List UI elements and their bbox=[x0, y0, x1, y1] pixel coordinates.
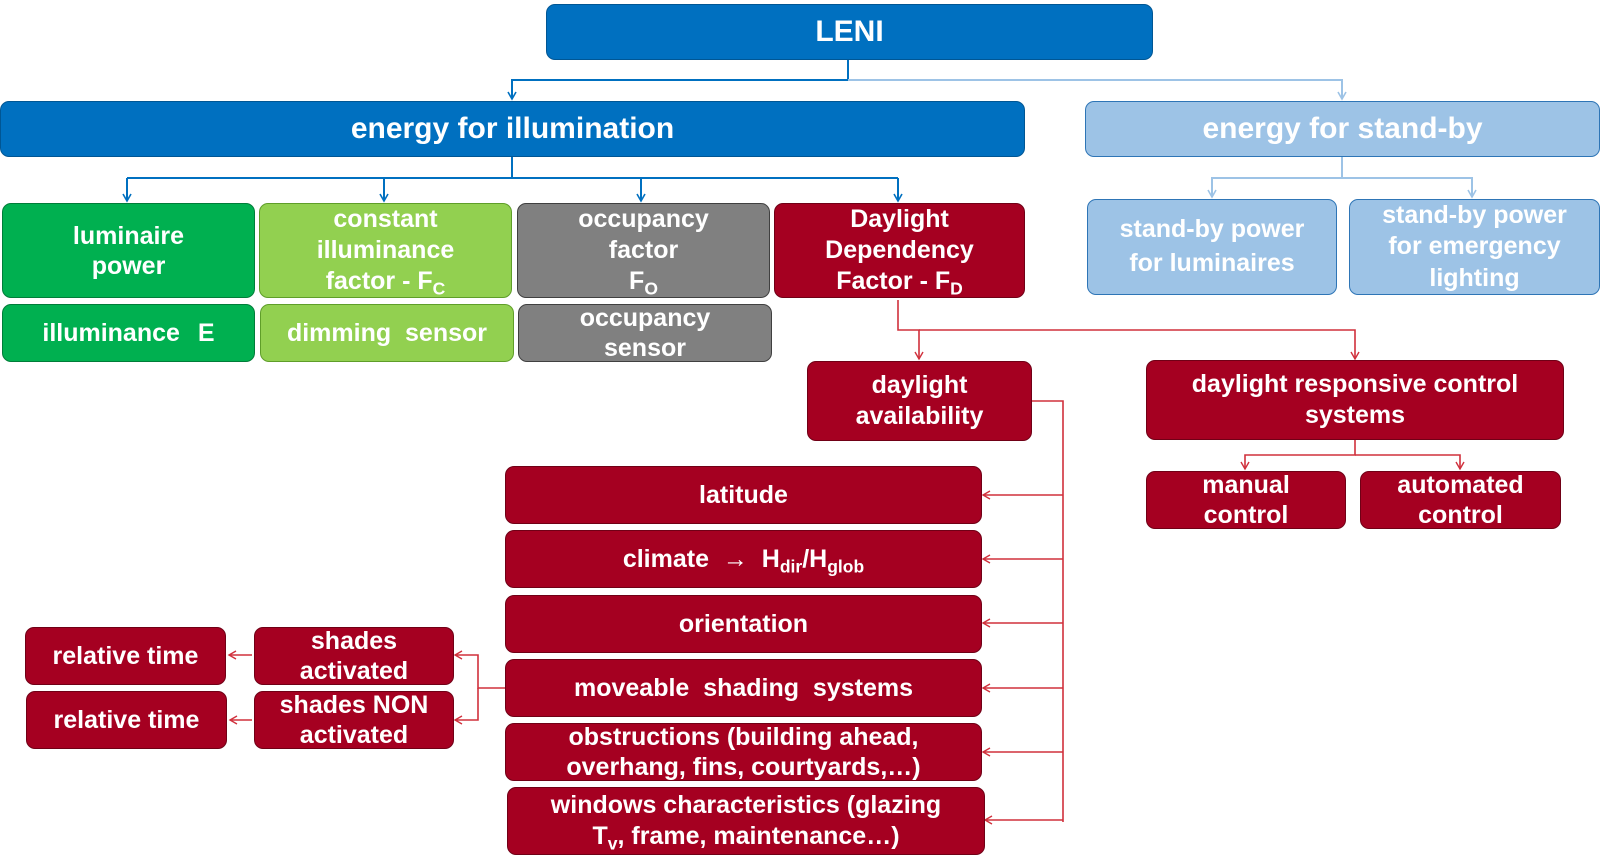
daylight-responsive-control-node: daylight responsive control systems bbox=[1146, 360, 1564, 440]
occupancy-factor-line1: occupancy bbox=[578, 204, 709, 233]
standby-emergency-line3: lighting bbox=[1429, 263, 1520, 292]
obstructions-node: obstructions (building ahead, overhang, … bbox=[505, 723, 982, 781]
windows-t: T bbox=[592, 822, 608, 850]
luminaire-power-line2: power bbox=[91, 251, 166, 280]
constant-illuminance-subscript: C bbox=[432, 278, 446, 299]
occupancy-factor-text: F bbox=[629, 267, 645, 296]
relative-time-1-label: relative time bbox=[52, 642, 199, 670]
relative-time-2-node: relative time bbox=[26, 691, 227, 749]
shades-activated-line1: shades bbox=[310, 627, 398, 655]
occupancy-sensor-line1: occupancy bbox=[579, 304, 711, 332]
shades-activated-line2: activated bbox=[299, 657, 409, 685]
climate-slash: /H bbox=[802, 545, 828, 573]
orientation-node: orientation bbox=[505, 595, 982, 653]
dimming-sensor-label: dimming sensor bbox=[286, 319, 488, 347]
climate-label: climate bbox=[622, 545, 709, 573]
moveable-shading-label: moveable shading systems bbox=[573, 674, 914, 702]
daylight-control-line2: systems bbox=[1304, 401, 1406, 429]
constant-illuminance-factor-node: constant illuminance factor - FC bbox=[259, 203, 512, 298]
constant-illuminance-line2: illuminance bbox=[316, 235, 455, 264]
daylight-control-line1: daylight responsive control bbox=[1191, 369, 1519, 398]
shades-non-activated-line1: shades NON bbox=[279, 691, 429, 719]
luminaire-power-node: luminaire power bbox=[2, 203, 255, 298]
occupancy-sensor-node: occupancy sensor bbox=[518, 304, 772, 362]
orientation-label: orientation bbox=[678, 610, 809, 638]
luminaire-power-line1: luminaire bbox=[72, 221, 185, 250]
automated-control-line1: automated bbox=[1397, 471, 1524, 499]
standby-emergency-line2: for emergency bbox=[1388, 232, 1561, 261]
standby-luminaires-line2: for luminaires bbox=[1129, 249, 1295, 277]
relative-time-1-node: relative time bbox=[25, 627, 226, 685]
automated-control-line2: control bbox=[1418, 501, 1503, 529]
illuminance-label: illuminance bbox=[42, 319, 180, 347]
windows-line2: Tv, frame, maintenance…) bbox=[592, 821, 899, 852]
manual-control-line2: control bbox=[1203, 501, 1289, 529]
standby-emergency-lighting-node: stand-by power for emergency lighting bbox=[1349, 199, 1600, 295]
standby-luminaires-line1: stand-by power bbox=[1119, 215, 1305, 244]
occupancy-factor-subscript: O bbox=[644, 278, 658, 299]
daylight-factor-line3: Factor - FD bbox=[836, 266, 963, 297]
daylight-factor-text: Factor - F bbox=[836, 267, 951, 296]
energy-standby-label: energy for stand-by bbox=[1202, 112, 1483, 145]
occupancy-sensor-line2: sensor bbox=[604, 334, 686, 362]
automated-control-node: automated control bbox=[1360, 471, 1561, 529]
climate-line: climate → Hdir/Hglob bbox=[622, 544, 865, 577]
leni-node: LENI bbox=[546, 4, 1153, 60]
standby-emergency-line1: stand-by power bbox=[1382, 201, 1567, 230]
occupancy-factor-node: occupancy factor FO bbox=[517, 203, 770, 298]
illuminance-symbol: E bbox=[197, 319, 215, 347]
obstructions-line2: overhang, fins, courtyards,…) bbox=[566, 753, 921, 781]
climate-sub-glob: glob bbox=[827, 556, 865, 577]
windows-characteristics-node: windows characteristics (glazing Tv, fra… bbox=[507, 787, 985, 855]
shades-non-activated-node: shades NON activated bbox=[254, 691, 454, 749]
daylight-factor-subscript: D bbox=[950, 278, 963, 299]
daylight-factor-line2: Dependency bbox=[825, 235, 974, 264]
constant-illuminance-line1: constant bbox=[333, 204, 438, 233]
daylight-availability-node: daylight availability bbox=[807, 361, 1032, 441]
windows-line1: windows characteristics (glazing bbox=[550, 790, 942, 819]
energy-illumination-node: energy for illumination bbox=[0, 101, 1025, 157]
constant-illuminance-text: factor - F bbox=[325, 267, 433, 296]
occupancy-factor-line3: FO bbox=[629, 266, 658, 297]
obstructions-line1: obstructions (building ahead, bbox=[568, 723, 919, 751]
constant-illuminance-line3: factor - FC bbox=[326, 266, 446, 297]
occupancy-factor-line2: factor bbox=[608, 235, 679, 264]
manual-control-line1: manual bbox=[1202, 471, 1290, 499]
climate-h: H bbox=[761, 545, 780, 573]
windows-sub-v: v bbox=[607, 833, 618, 854]
daylight-availability-line2: availability bbox=[855, 402, 984, 430]
standby-luminaires-node: stand-by power for luminaires bbox=[1087, 199, 1337, 295]
manual-control-node: manual control bbox=[1146, 471, 1346, 529]
shades-activated-node: shades activated bbox=[254, 627, 454, 685]
climate-sub-dir: dir bbox=[779, 556, 803, 577]
daylight-dependency-factor-node: Daylight Dependency Factor - FD bbox=[774, 203, 1025, 298]
daylight-availability-line1: daylight bbox=[871, 370, 968, 399]
relative-time-2-label: relative time bbox=[53, 706, 200, 734]
latitude-label: latitude bbox=[699, 481, 788, 509]
energy-standby-node: energy for stand-by bbox=[1085, 101, 1600, 157]
windows-rest: , frame, maintenance…) bbox=[617, 822, 900, 850]
shades-non-activated-line2: activated bbox=[299, 721, 409, 749]
climate-arrow: → bbox=[722, 545, 748, 573]
latitude-node: latitude bbox=[505, 466, 982, 524]
leni-label: LENI bbox=[815, 15, 884, 48]
dimming-sensor-node: dimming sensor bbox=[260, 304, 514, 362]
illuminance-node: illuminance E bbox=[2, 304, 255, 362]
moveable-shading-node: moveable shading systems bbox=[505, 659, 982, 717]
daylight-factor-line1: Daylight bbox=[850, 204, 949, 233]
climate-node: climate → Hdir/Hglob bbox=[505, 530, 982, 588]
energy-illumination-label: energy for illumination bbox=[350, 112, 675, 145]
